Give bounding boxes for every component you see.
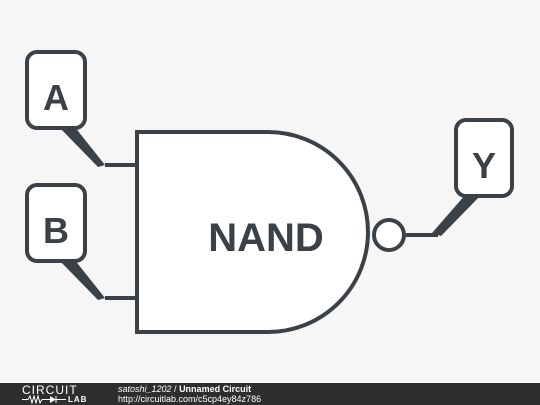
node-label-y[interactable]: Y [432, 118, 514, 236]
footer-bar: CIRCUIT LAB satoshi_1202 / Unnamed Circu… [0, 383, 540, 405]
circuit-title: Unnamed Circuit [179, 384, 252, 394]
logo-lab-text: LAB [68, 395, 88, 404]
label-b-pointer [58, 259, 105, 300]
label-b-box [25, 183, 87, 263]
gate-type-label: NAND [208, 216, 324, 260]
inversion-bubble [372, 218, 406, 252]
meta-separator: / [171, 384, 180, 394]
label-a-box [25, 50, 87, 130]
label-a-pointer [58, 126, 105, 167]
author-username[interactable]: satoshi_1202 [118, 384, 172, 394]
circuit-url-link[interactable]: http://circuitlab.com/c5cp4ey84z786 [118, 394, 262, 404]
circuitlab-logo[interactable]: CIRCUIT LAB [20, 384, 100, 404]
resistor-diode-icon [22, 395, 66, 404]
label-y-box [454, 118, 514, 198]
logo-circuit-text: CIRCUIT [22, 383, 78, 397]
node-label-b[interactable]: B [25, 183, 105, 300]
label-y-pointer [432, 194, 482, 236]
label-b-text: B [43, 210, 69, 251]
label-y-text: Y [472, 145, 496, 186]
label-a-text: A [43, 77, 69, 118]
circuit-meta: satoshi_1202 / Unnamed Circuit http://ci… [118, 384, 261, 404]
nand-schematic: NAND A B Y [25, 50, 514, 334]
node-label-a[interactable]: A [25, 50, 105, 167]
nand-gate-body[interactable] [135, 130, 370, 334]
logo-bottom-row: LAB [22, 395, 102, 404]
